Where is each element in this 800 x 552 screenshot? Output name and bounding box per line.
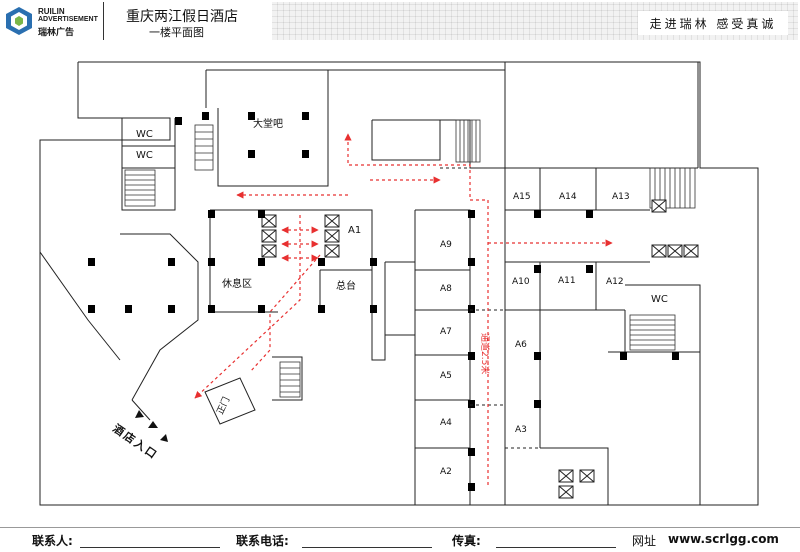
room-label-a13: A13 — [612, 192, 630, 202]
room-label-front-desk: 总台 — [336, 279, 356, 292]
phone-label: 联系电话: — [236, 534, 289, 548]
page-subtitle: 一楼平面图 — [149, 26, 204, 39]
room-label-wc-1: WC — [136, 129, 153, 140]
room-label-wc-2: WC — [136, 150, 153, 161]
room-label-a10: A10 — [512, 277, 530, 287]
room-label-a12: A12 — [606, 277, 624, 287]
room-label-a3: A3 — [515, 425, 527, 435]
room-label-a4: A4 — [440, 418, 452, 428]
logo: RUILIN ADVERTISEMENT 瑞林广告 — [4, 4, 100, 38]
entrance-arrows — [135, 410, 168, 442]
room-label-a9: A9 — [440, 240, 452, 250]
page-title: 重庆两江假日酒店 — [126, 9, 238, 25]
fax-line — [496, 547, 616, 548]
logo-line-1: RUILIN — [38, 7, 65, 16]
room-label-wc-3: WC — [651, 294, 668, 305]
room-label-a1: A1 — [348, 225, 361, 236]
room-label-a15: A15 — [513, 192, 531, 202]
corridor-label: 通道2.5米 — [479, 333, 491, 374]
footer: 联系人: 联系电话: 传真: 网址 www.scrlgg.com — [0, 527, 800, 552]
fax-label: 传真: — [452, 534, 481, 548]
room-label-a14: A14 — [559, 192, 577, 202]
room-label-a6: A6 — [515, 340, 527, 350]
room-label-a5: A5 — [440, 371, 452, 381]
room-label-a11: A11 — [558, 276, 576, 286]
header-pattern: 走进瑞林 感受真诚 — [272, 2, 798, 40]
logo-line-3: 瑞林广告 — [38, 27, 75, 37]
logo-line-2: ADVERTISEMENT — [38, 16, 98, 23]
room-label-a2: A2 — [440, 467, 452, 477]
stairs — [124, 119, 696, 398]
room-label-a7: A7 — [440, 327, 452, 337]
slogan: 走进瑞林 感受真诚 — [638, 11, 788, 35]
elevator-icon — [261, 199, 699, 499]
contact-label: 联系人: — [32, 534, 73, 548]
header: RUILIN ADVERTISEMENT 瑞林广告 重庆两江假日酒店 一楼平面图… — [0, 0, 800, 42]
dashed-partitions — [440, 167, 597, 449]
room-label-lobby-bar: 大堂吧 — [253, 117, 283, 130]
website-link[interactable]: www.scrlgg.com — [668, 532, 779, 546]
logo-mark-icon — [6, 7, 32, 35]
room-label-lounge: 休息区 — [222, 277, 252, 290]
contact-line — [80, 547, 220, 548]
phone-line — [302, 547, 432, 548]
columns — [88, 112, 679, 491]
floor-plan: 大堂吧 WC WC WC 休息区 总台 A1 A2 A3 A4 A5 A6 A7… — [0, 42, 800, 527]
title-block: 重庆两江假日酒店 一楼平面图 — [103, 2, 269, 40]
room-label-a8: A8 — [440, 284, 452, 294]
circulation-arrows — [194, 133, 613, 485]
website-label: 网址 — [632, 534, 657, 548]
